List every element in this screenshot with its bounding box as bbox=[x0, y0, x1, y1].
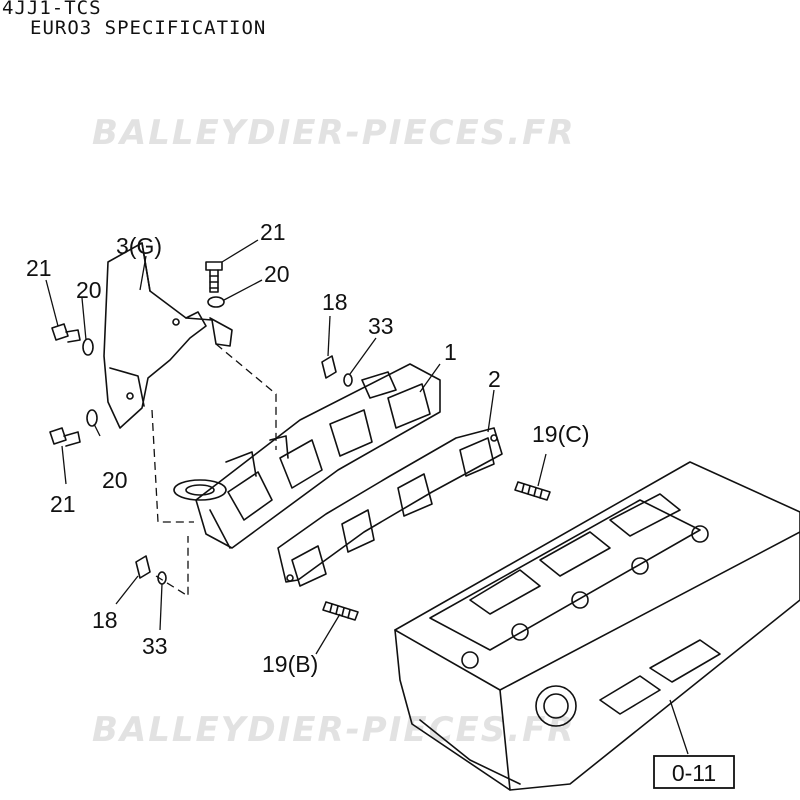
callout-21-left-upper: 21 bbox=[26, 255, 52, 281]
callout-33-lower: 33 bbox=[142, 633, 168, 659]
assembly-guide-lines bbox=[151, 343, 277, 598]
bolt-21-top bbox=[205, 261, 223, 293]
callout-19c: 19(C) bbox=[532, 421, 590, 447]
bolt-21-left-upper bbox=[51, 323, 81, 343]
washer-20-top bbox=[207, 296, 225, 308]
exhaust-manifold bbox=[173, 363, 441, 549]
callout-20-left-lower: 20 bbox=[102, 467, 128, 493]
callout-19b: 19(B) bbox=[262, 651, 318, 677]
exhaust-gasket bbox=[277, 427, 503, 587]
reference-box-label: 0-11 bbox=[672, 760, 716, 786]
reference-box: 0-11 bbox=[653, 755, 735, 789]
callout-21-top: 21 bbox=[260, 219, 286, 245]
callout-18-upper: 18 bbox=[322, 289, 348, 315]
leader-lines bbox=[45, 239, 689, 755]
callout-labels: 1 2 3(G) 21 20 21 20 20 21 18 33 19(C) 1… bbox=[26, 219, 590, 677]
callout-2: 2 bbox=[488, 366, 501, 392]
bolt-21-left-lower bbox=[49, 427, 81, 447]
cylinder-head bbox=[394, 461, 800, 791]
callout-3g: 3(G) bbox=[116, 233, 162, 259]
callout-20-left-upper: 20 bbox=[76, 277, 102, 303]
watermark-bottom: BALLEYDIER-PIECES.FR bbox=[92, 710, 576, 750]
callout-18-lower: 18 bbox=[92, 607, 118, 633]
callout-21-left-lower: 21 bbox=[50, 491, 76, 517]
washer-20-left-upper bbox=[82, 338, 94, 356]
stud-19b bbox=[322, 601, 359, 621]
heat-shield bbox=[103, 242, 233, 429]
callout-1: 1 bbox=[444, 339, 457, 365]
watermark-top: BALLEYDIER-PIECES.FR bbox=[92, 113, 576, 153]
stud-19c bbox=[514, 481, 551, 501]
nut-18-upper bbox=[321, 355, 337, 379]
callout-20-top: 20 bbox=[264, 261, 290, 287]
engine-model-title: 4JJ1-TCS bbox=[2, 0, 102, 19]
callout-33-upper: 33 bbox=[368, 313, 394, 339]
nut-18-lower bbox=[135, 555, 151, 579]
specification-subtitle: EURO3 SPECIFICATION bbox=[30, 17, 267, 39]
washer-33-upper bbox=[343, 373, 353, 387]
washer-20-left-lower bbox=[86, 409, 98, 427]
